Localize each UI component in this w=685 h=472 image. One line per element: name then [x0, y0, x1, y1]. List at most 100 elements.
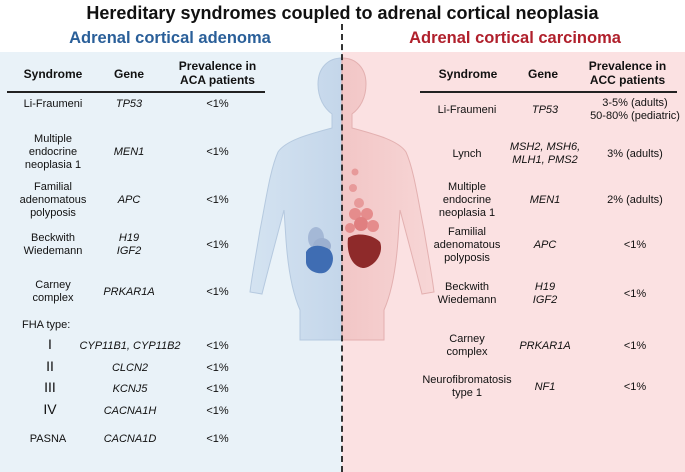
fha-gene-cell: CACNA1H — [103, 404, 157, 417]
pasna-prevalence: <1% — [206, 433, 229, 445]
aca-gene-cell-line: MEN1 — [113, 145, 145, 158]
acc-syndrome-cell-line: Li-Fraumeni — [437, 103, 497, 116]
body-right-half — [341, 57, 435, 341]
aca-syndrome-cell-line: polyposis — [30, 206, 76, 219]
aca-gene-cell-line: IGF2 — [116, 245, 142, 257]
acc-syndrome-cell: Li-Fraumeni — [412, 104, 522, 117]
carcinoma-tumor-icon — [349, 208, 361, 220]
acc-gene-cell-line: H19 — [534, 281, 556, 293]
figure-title: Hereditary syndromes coupled to adrenal … — [86, 3, 599, 23]
aca-syndrome-cell-line: adenomatous — [19, 193, 87, 206]
aca-syndrome-cell-line: Beckwith — [30, 232, 76, 244]
fha-type-numeral: I — [48, 336, 52, 352]
metastasis-dot-icon — [351, 168, 359, 176]
fha-gene-cell: KCNJ5 — [112, 382, 148, 395]
acc-header-rule — [420, 91, 677, 93]
pasna-gene: CACNA1D — [103, 433, 157, 445]
acc-syndrome-cell-line: polyposis — [444, 251, 490, 264]
acc-gene-cell-line: MLH1, PMS2 — [512, 154, 578, 166]
fha-prevalence-cell: <1% — [206, 382, 229, 395]
kidney-right-icon — [347, 234, 382, 268]
acc-syndrome-cell-line: type 1 — [452, 387, 482, 399]
acc-gene-cell-line: MEN1 — [529, 193, 561, 206]
acc-prevalence-cell-line: <1% — [623, 380, 647, 393]
acc-syndrome-cell: Lynch — [412, 148, 522, 161]
center-divider — [341, 24, 343, 472]
aca-syndrome-cell-line: neoplasia 1 — [24, 158, 82, 171]
acc-gene-cell-line: APC — [533, 238, 557, 251]
acc-syndrome-cell-line: Familial — [448, 225, 486, 238]
acc-syndrome-cell-line: endocrine — [442, 193, 492, 206]
adenoma-title-strip — [0, 26, 342, 52]
acc-prevalence-cell-line: 2% (adults) — [607, 193, 663, 206]
acc-gene-cell-line: MSH2, MSH6, — [509, 141, 581, 153]
aca-prevalence-cell: <1% — [195, 194, 240, 207]
acc-gene-cell-line: TP53 — [531, 103, 559, 116]
aca-prevalence-cell: <1% — [195, 146, 240, 159]
fha-gene-cell: CLCN2 — [111, 361, 149, 374]
adenoma-panel — [0, 26, 342, 472]
aca-prevalence-cell-line: <1% — [206, 145, 229, 158]
aca-syndrome-cell-line: Carney — [35, 279, 71, 291]
acc-gene-cell-line: PRKAR1A — [519, 339, 571, 352]
aca-prevalence-cell: <1% — [195, 239, 240, 252]
acc-gene-cell-line: IGF2 — [532, 294, 558, 306]
acc-gene-cell-line: NF1 — [534, 380, 556, 393]
carcinoma-section-title: Adrenal cortical carcinoma — [409, 29, 621, 47]
acc-syndrome-cell-line: Beckwith — [444, 281, 490, 293]
aca-header-syndrome: Syndrome — [23, 67, 83, 81]
aca-header-rule — [7, 91, 265, 93]
aca-gene-cell-line: TP53 — [115, 97, 143, 110]
aca-prevalence-cell-line: <1% — [206, 193, 229, 206]
acc-prevalence-cell: 2% (adults) — [585, 194, 685, 207]
fha-prevalence-cell: <1% — [206, 404, 229, 417]
acc-header-prevalence: Prevalence in ACC patients — [588, 59, 667, 87]
acc-syndrome-cell-line: Lynch — [452, 147, 482, 160]
aca-syndrome-cell-line: Li-Fraumeni — [23, 97, 83, 110]
acc-prevalence-cell-line: 3-5% (adults) — [602, 97, 668, 109]
acc-prevalence-cell: <1% — [585, 288, 685, 301]
fha-prevalence-cell: <1% — [206, 361, 229, 374]
aca-syndrome-cell-line: complex — [32, 292, 74, 304]
acc-syndrome-cell-line: adenomatous — [433, 238, 501, 251]
acc-gene-cell: PRKAR1A — [500, 340, 590, 353]
aca-syndrome-cell-line: endocrine — [28, 145, 78, 158]
aca-gene-cell: TP53 — [98, 98, 160, 111]
fha-gene-cell: CYP11B1, CYP11B2 — [79, 339, 181, 352]
acc-syndrome-cell-line: Neurofibromatosis — [422, 374, 512, 386]
aca-gene-cell: MEN1 — [98, 146, 160, 159]
acc-prevalence-cell-line: 3% (adults) — [607, 147, 663, 160]
aca-gene-cell: PRKAR1A — [98, 286, 160, 299]
aca-syndrome-cell-line: Multiple — [34, 132, 72, 145]
aca-prevalence-cell-line: <1% — [206, 238, 229, 251]
acc-header-syndrome: Syndrome — [438, 67, 498, 81]
fha-type-numeral: III — [44, 379, 56, 395]
aca-prevalence-cell-line: <1% — [206, 97, 229, 110]
acc-syndrome-cell-line: Multiple — [448, 180, 486, 193]
acc-gene-cell: MSH2, MSH6,MLH1, PMS2 — [500, 141, 590, 167]
acc-prevalence-cell: <1% — [585, 340, 685, 353]
aca-syndrome-cell-line: Familial — [34, 180, 72, 193]
aca-gene-cell: APC — [98, 194, 160, 207]
fha-type-numeral: II — [46, 358, 54, 374]
aca-header-prevalence: Prevalence in ACA patients — [178, 59, 257, 87]
acc-syndrome-cell-line: Wiedemann — [437, 294, 497, 306]
acc-prevalence-cell: <1% — [585, 239, 685, 252]
acc-gene-cell: MEN1 — [500, 194, 590, 207]
acc-prevalence-cell-line: <1% — [623, 287, 647, 300]
aca-prevalence-cell: <1% — [195, 98, 240, 111]
body-left-half — [249, 57, 343, 341]
aca-prevalence-cell-line: <1% — [206, 285, 229, 298]
acc-prevalence-cell: 3-5% (adults)50-80% (pediatric) — [585, 97, 685, 123]
acc-prevalence-cell-line: 50-80% (pediatric) — [590, 110, 680, 122]
